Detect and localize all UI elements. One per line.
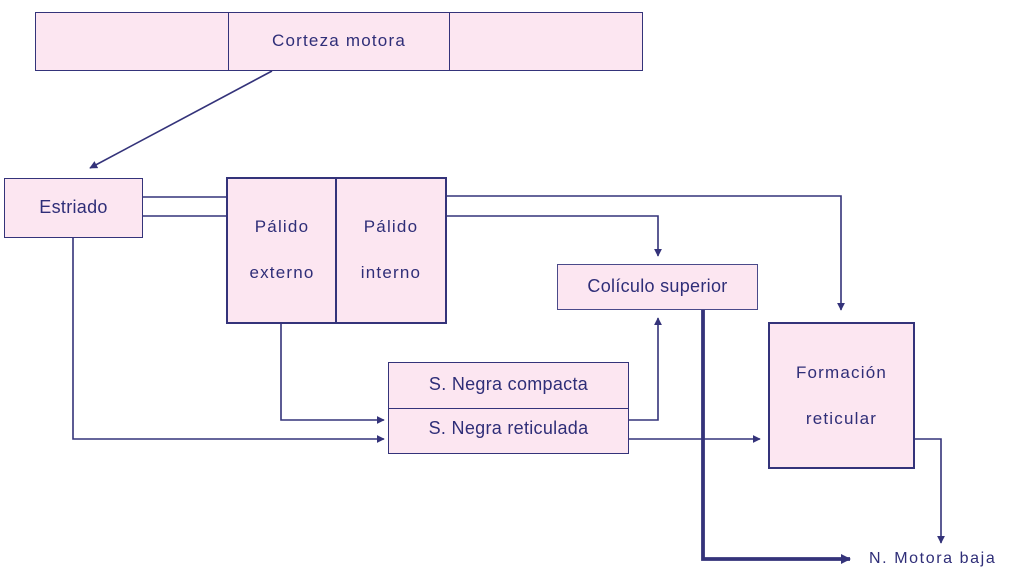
corteza-motora-label: Corteza motora xyxy=(272,31,406,50)
arrow-estriado-snr xyxy=(72,238,385,443)
estriado-box: Estriado xyxy=(4,178,143,238)
sustancia-negra-box: S. Negra compacta S. Negra reticulada xyxy=(388,362,629,454)
palido-interno-box: Pálido interno xyxy=(335,177,447,324)
arrow-corteza-estriado xyxy=(89,70,273,169)
palido-interno-line2: interno xyxy=(360,263,422,282)
arrow-palido-interno-formacion xyxy=(447,195,845,311)
formacion-reticular-box: Formación reticular xyxy=(768,322,915,469)
formacion-line2: reticular xyxy=(805,409,878,428)
arrow-palido-interno-coliculo xyxy=(447,215,662,257)
motora-baja-label: N. Motora baja xyxy=(869,550,997,567)
snr-label: S. Negra reticulada xyxy=(428,418,589,438)
palido-interno-line1: Pálido xyxy=(363,217,419,236)
snc-label: S. Negra compacta xyxy=(428,374,589,394)
arrow-formacion-motora-baja xyxy=(915,438,945,544)
formacion-line1: Formación xyxy=(795,363,888,382)
arrow-snr-coliculo xyxy=(629,317,662,421)
sustancia-negra-divider xyxy=(389,408,628,409)
corteza-divider-right xyxy=(449,13,450,70)
palido-externo-line2: externo xyxy=(249,263,315,282)
palido-externo-box: Pálido externo xyxy=(226,177,338,324)
estriado-label: Estriado xyxy=(39,197,108,217)
palido-externo-line1: Pálido xyxy=(254,217,310,236)
corteza-divider-left xyxy=(228,13,229,70)
arrow-coliculo-motora-baja xyxy=(701,310,851,564)
arrow-palido-externo-snr xyxy=(280,323,385,424)
coliculo-superior-label: Colículo superior xyxy=(587,276,728,296)
corteza-motora-box: Corteza motora xyxy=(35,12,643,71)
coliculo-superior-box: Colículo superior xyxy=(557,264,758,310)
